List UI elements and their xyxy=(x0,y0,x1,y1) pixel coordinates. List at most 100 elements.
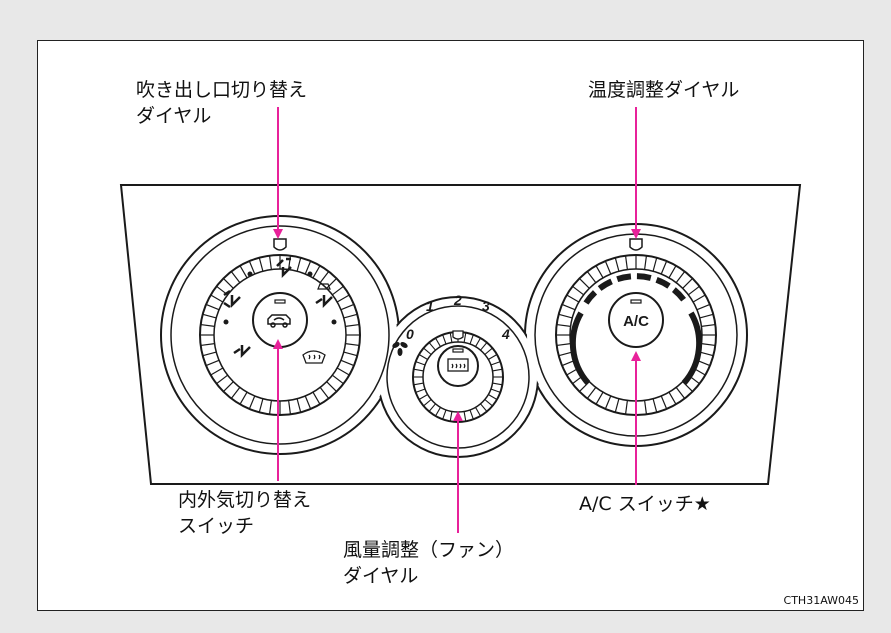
knurl-rib xyxy=(319,271,330,284)
knurl-rib xyxy=(326,381,337,392)
knurl-rib xyxy=(484,399,493,407)
temp-dial-label: 温度調整ダイヤル xyxy=(588,77,739,103)
knurl-rib xyxy=(469,334,474,345)
vent-face-icon xyxy=(276,257,292,279)
knurl-rib xyxy=(205,303,220,311)
knurl-rib xyxy=(696,303,711,311)
knurl-rib xyxy=(205,359,220,367)
knurl-rib xyxy=(463,332,467,343)
outlet-dial-label: 吹き出し口切り替え ダイヤル xyxy=(136,77,307,129)
knurl-rib xyxy=(435,337,441,347)
knurl-rib xyxy=(336,294,350,303)
knurl-rib xyxy=(490,388,501,393)
knurl-rib xyxy=(604,260,612,275)
knurl-rib xyxy=(701,323,716,327)
knurl-rib xyxy=(682,278,693,289)
knurl-rib xyxy=(343,313,358,319)
knurl-rib xyxy=(624,255,628,270)
outlet-dial-label-line2: ダイヤル xyxy=(136,105,212,127)
knurl-rib xyxy=(556,343,571,347)
figure-code: CTH31AW045 xyxy=(783,594,859,607)
knurl-rib xyxy=(490,361,501,366)
knurl-rib xyxy=(202,313,217,319)
ac-button-text: A/C xyxy=(623,313,649,330)
knurl-rib xyxy=(413,382,424,386)
vent-foot-defrost-icon xyxy=(315,283,333,309)
knurl-rib xyxy=(331,285,344,296)
knurl-rib xyxy=(239,265,248,279)
recirc-switch-label-line2: スイッチ xyxy=(178,515,255,537)
knurl-rib xyxy=(675,386,686,399)
knurl-rib xyxy=(488,394,498,400)
knurl-rib xyxy=(200,323,215,327)
fan-dial-label-line1: 風量調整（ファン） xyxy=(343,539,515,561)
knurl-rib xyxy=(484,347,493,355)
knurl-rib xyxy=(579,278,590,289)
fan-dial-label-line2: ダイヤル xyxy=(343,565,419,587)
knurl-rib xyxy=(652,257,658,272)
climate-control-panel: A/C 0 1 2 3 4 xyxy=(119,107,802,533)
knurl-rib xyxy=(296,398,302,413)
knurl-rib xyxy=(644,400,648,415)
ac-button[interactable]: A/C xyxy=(608,292,664,348)
knurl-rib xyxy=(469,409,474,420)
figure: A/C 0 1 2 3 4 xyxy=(37,40,864,611)
rear-defogger-icon xyxy=(447,358,469,372)
knurl-rib xyxy=(345,323,360,327)
knurl-rib xyxy=(423,347,432,355)
knurl-rib xyxy=(304,260,312,275)
knurl-rib xyxy=(566,294,580,303)
knurl-rib xyxy=(682,381,693,392)
knurl-rib xyxy=(210,367,224,376)
knurl-rib xyxy=(668,265,677,279)
recirculation-button[interactable] xyxy=(252,292,308,348)
knurl-rib xyxy=(556,323,571,327)
knurl-rib xyxy=(614,398,620,413)
knurl-rib xyxy=(572,285,585,296)
knurl-rib xyxy=(331,374,344,385)
defroster-icon xyxy=(302,350,326,364)
knurl-rib xyxy=(326,278,337,289)
knurl-rib xyxy=(652,398,658,413)
knurl-rib xyxy=(415,361,426,366)
outlet-dial-label-line1: 吹き出し口切り替え xyxy=(136,79,308,101)
knurl-rib xyxy=(614,257,620,272)
rear-defogger-button[interactable] xyxy=(437,345,479,387)
knurl-rib xyxy=(200,343,215,347)
knurl-rib xyxy=(699,351,714,357)
knurl-rib xyxy=(268,255,272,270)
knurl-rib xyxy=(428,342,436,351)
knurl-rib xyxy=(586,386,597,399)
knurl-rib xyxy=(340,359,355,367)
knurl-rib xyxy=(202,351,217,357)
knurl-rib xyxy=(449,411,453,422)
knurl-rib xyxy=(604,395,612,410)
knurl-rib xyxy=(312,265,321,279)
knurl-rib xyxy=(415,388,426,393)
knurl-rib xyxy=(449,332,453,343)
vent-bilevel-icon xyxy=(223,289,241,309)
knurl-rib xyxy=(492,382,503,386)
knurl-rib xyxy=(223,381,234,392)
knurl-rib xyxy=(675,271,686,284)
knurl-rib xyxy=(442,334,447,345)
knurl-rib xyxy=(660,395,668,410)
knurl-rib xyxy=(258,398,264,413)
knurl-rib xyxy=(413,368,424,372)
knurl-rib xyxy=(230,271,241,284)
knurl-rib xyxy=(488,354,498,360)
fan-speed-1: 1 xyxy=(426,298,434,314)
knurl-rib xyxy=(340,303,355,311)
knurl-rib xyxy=(586,271,597,284)
knurl-rib xyxy=(475,337,481,347)
knurl-rib xyxy=(668,391,677,405)
fan-icon xyxy=(392,342,408,356)
knurl-rib xyxy=(258,257,264,272)
knurl-rib xyxy=(595,391,604,405)
knurl-rib xyxy=(558,351,573,357)
fan-dial-label: 風量調整（ファン） ダイヤル xyxy=(343,537,514,589)
knurl-rib xyxy=(248,395,256,410)
knurl-rib xyxy=(304,395,312,410)
knurl-rib xyxy=(248,260,256,275)
recirc-switch-label: 内外気切り替え スイッチ xyxy=(178,487,311,539)
